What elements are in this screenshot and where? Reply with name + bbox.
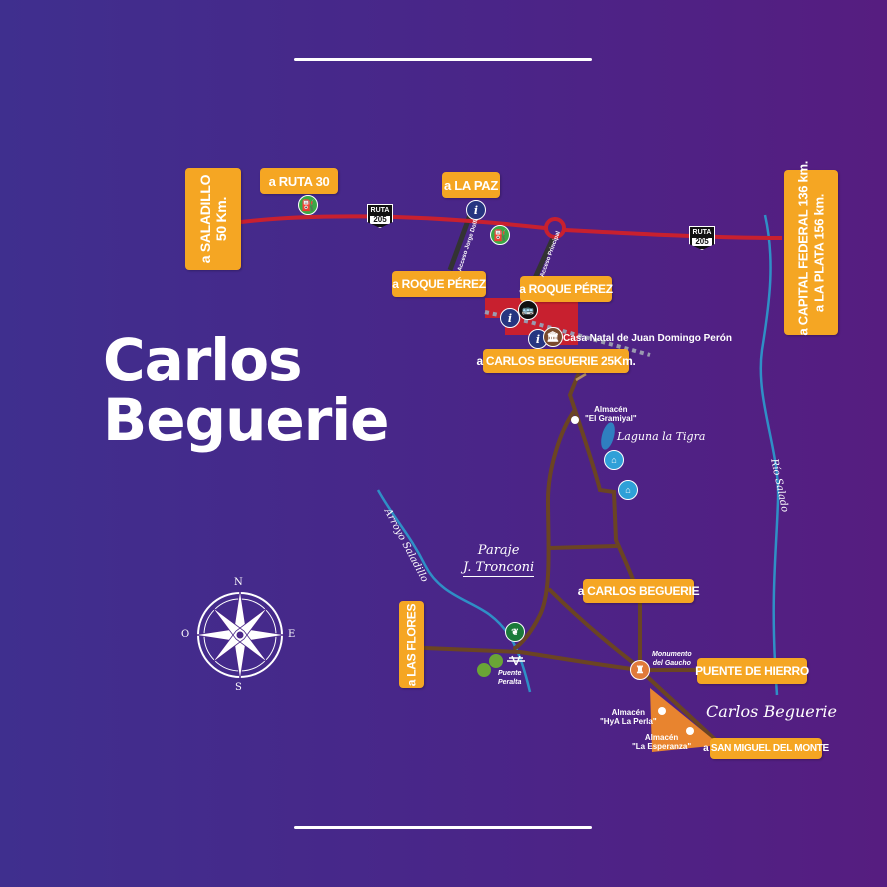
title-line-2: Beguerie — [103, 386, 390, 454]
fuel-station-icon: ⛽ — [490, 225, 510, 245]
perla-label: Almacén"HyA La Perla" — [600, 708, 657, 726]
ruta-205-shield-1: RUTA 205 — [367, 204, 393, 228]
laguna-la-tigra-lake — [601, 422, 615, 450]
gramiyal-dot — [571, 416, 579, 424]
perla-line2: "HyA La Perla" — [600, 717, 657, 726]
label-roque-perez-2: a ROQUE PÉREZ — [519, 276, 613, 302]
ruta-205-route — [240, 214, 783, 240]
paraje-tronconi-label: Paraje J. Tronconi — [463, 542, 535, 577]
info-icon: i — [500, 308, 520, 328]
compass-n: N — [234, 577, 243, 588]
shield-top: RUTA — [370, 207, 390, 214]
paraje-line1: Paraje — [477, 543, 520, 558]
railway-line — [484, 310, 651, 357]
title-line-1: Carlos — [103, 326, 303, 394]
monumento-line2: del Gaucho — [652, 660, 691, 667]
laguna-label: Laguna la Tigra — [617, 430, 706, 443]
esperanza-line2: "La Esperanza" — [632, 742, 692, 751]
monumento-line1: Monumento — [652, 651, 692, 658]
fuel-station-icon: ⛽ — [298, 195, 318, 215]
gramiyal-line2: "El Gramiyal" — [585, 414, 637, 423]
label-san-miguel-del-monte: a SAN MIGUEL DEL MONTE — [703, 738, 829, 759]
gramiyal-label: Almacén"El Gramiyal" — [585, 405, 637, 423]
peralta-line1: Puente — [498, 670, 522, 677]
arroyo-saladillo-river — [376, 489, 532, 693]
saladillo-line1: a SALADILLO — [197, 174, 213, 264]
capital-line2: a LA PLATA 156 km. — [811, 193, 826, 312]
top-divider — [294, 58, 592, 61]
perla-dot — [658, 707, 666, 715]
monumento-label: Monumento del Gaucho — [652, 650, 692, 668]
label-ruta-30: a RUTA 30 — [260, 168, 338, 194]
label-capital-federal: a CAPITAL FEDERAL 136 km.a LA PLATA 156 … — [784, 160, 838, 335]
shield-number: 205 — [370, 216, 390, 224]
compass-rose-icon — [194, 589, 286, 681]
peralta-line2: Peralta — [498, 679, 522, 686]
esperanza-dot — [686, 727, 694, 735]
acceso-principal-road — [532, 236, 556, 280]
museum-icon: 🏛 — [543, 327, 563, 347]
bus-station-icon: 🚌 — [518, 300, 538, 320]
paraje-line2: J. Tronconi — [463, 560, 535, 577]
picnic-icon — [507, 655, 525, 666]
park-icon: ❦ — [505, 622, 525, 642]
carlos-beguerie-town-label: Carlos Beguerie — [706, 702, 837, 721]
label-roque-perez-1: a ROQUE PÉREZ — [392, 271, 486, 297]
esperanza-line1: Almacén — [644, 733, 679, 742]
acceso-jorge-dolfo-road — [447, 214, 473, 271]
compass-e: E — [288, 629, 296, 640]
esperanza-label: Almacén"La Esperanza" — [632, 733, 691, 751]
compass-o: O — [181, 629, 190, 640]
label-puente-de-hierro: PUENTE DE HIERRO — [695, 658, 809, 684]
shield-top: RUTA — [692, 229, 712, 236]
perla-line1: Almacén — [611, 708, 645, 717]
label-carlos-beguerie-25km: a CARLOS BEGUERIE 25Km. — [476, 349, 636, 373]
casa-natal-label: Casa Natal de Juan Domingo Perón — [563, 333, 732, 344]
las-flores-text: a LAS FLORES — [404, 603, 419, 686]
school-icon: ⌂ — [618, 480, 638, 500]
carlos-beguerie-town-area — [650, 688, 720, 752]
saladillo-line2: 50 Km. — [213, 196, 229, 242]
compass-s: S — [235, 682, 242, 693]
gramiyal-line1: Almacén — [594, 405, 628, 414]
school-icon: ⌂ — [604, 450, 624, 470]
access-roads — [447, 214, 556, 280]
bottom-divider — [294, 826, 592, 829]
label-las-flores: a LAS FLORES — [399, 601, 424, 688]
trees-icon — [477, 654, 503, 677]
shield-number: 205 — [692, 238, 712, 246]
monument-icon: ♜ — [630, 660, 650, 680]
rio-salado-river — [759, 214, 780, 696]
capital-line1: a CAPITAL FEDERAL 136 km. — [795, 160, 810, 335]
info-icon: i — [466, 200, 486, 220]
label-carlos-beguerie: a CARLOS BEGUERIE — [578, 579, 700, 603]
label-la-paz: a LA PAZ — [442, 172, 500, 198]
rivers — [376, 214, 780, 696]
